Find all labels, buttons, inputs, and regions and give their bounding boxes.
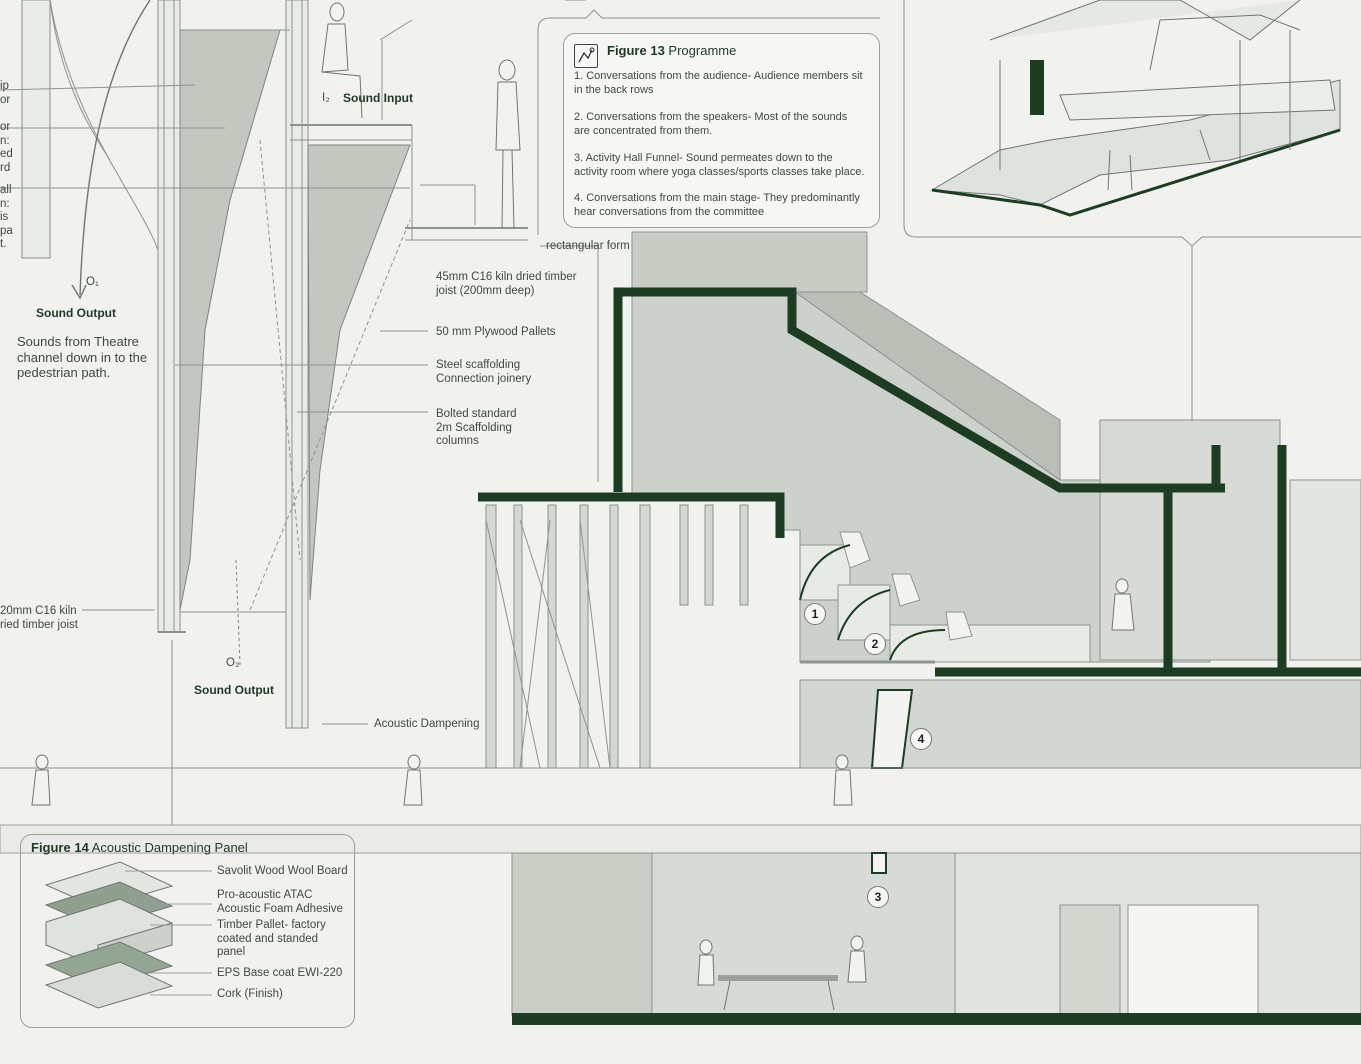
panel-layers bbox=[44, 861, 212, 1009]
programme-item-3: 3. Activity Hall Funnel- Sound permeates… bbox=[574, 152, 865, 178]
badge-3: 3 bbox=[867, 886, 889, 908]
sound-output-label-1: Sound Output bbox=[36, 306, 116, 320]
o1-label: O₁ bbox=[86, 276, 99, 288]
layer-label-3: Timber Pallet- factory coated and stande… bbox=[217, 919, 326, 958]
badge-1: 1 bbox=[804, 603, 826, 625]
cut-label-3: all n: is pa t. bbox=[0, 184, 13, 250]
programme-item-4: 4. Conversations from the main stage- Th… bbox=[574, 192, 860, 218]
bolted-label: Bolted standard 2m Scaffolding columns bbox=[436, 408, 517, 447]
sound-output-label-2: Sound Output bbox=[194, 683, 274, 697]
layer-label-2: Pro-acoustic ATAC Acoustic Foam Adhesive bbox=[217, 889, 343, 915]
layer-label-1: Savolit Wood Wool Board bbox=[217, 865, 348, 877]
scaffolding-label: Steel scaffolding Connection joinery bbox=[436, 359, 532, 385]
figure13-leader bbox=[537, 0, 1361, 482]
o2-label: O₂ bbox=[226, 657, 240, 669]
programme-item-1: 1. Conversations from the audience- Audi… bbox=[574, 70, 863, 96]
acoustic-dampening-label: Acoustic Dampening bbox=[374, 718, 480, 730]
main-section bbox=[0, 231, 1361, 1025]
figure13-title: Figure 13 Programme bbox=[607, 43, 737, 58]
programme-item-2: 2. Conversations from the speakers- Most… bbox=[574, 111, 848, 137]
figure14-title: Figure 14 Acoustic Dampening Panel bbox=[31, 840, 248, 855]
i2-label: I₂ bbox=[322, 92, 330, 104]
figure13-box: Figure 13 Programme 1. Conversations fro… bbox=[563, 33, 880, 228]
sound-input-label: Sound Input bbox=[343, 91, 413, 105]
figure14-box: Figure 14 Acoustic Dampening Panel bbox=[20, 834, 355, 1028]
left-tower bbox=[0, 0, 528, 830]
cut-label-2: or n: ed rd bbox=[0, 121, 13, 174]
joist-120-label: 20mm C16 kiln ried timber joist bbox=[0, 605, 78, 631]
plywood-label: 50 mm Plywood Pallets bbox=[436, 326, 556, 338]
joist-45-label: 45mm C16 kiln dried timber joist (200mm … bbox=[436, 271, 577, 297]
theatre-note: Sounds from Theatre channel down in to t… bbox=[17, 334, 148, 380]
rectangular-form-label: rectangular form bbox=[546, 240, 630, 252]
layer-label-5: Cork (Finish) bbox=[217, 988, 283, 1000]
badge-2: 2 bbox=[864, 633, 886, 655]
axonometric-view bbox=[930, 0, 1341, 217]
layer-label-4: EPS Base coat EWI-220 bbox=[217, 967, 343, 979]
programme-icon bbox=[574, 44, 598, 68]
badge-4: 4 bbox=[910, 728, 932, 750]
cut-label-1: ip or bbox=[0, 80, 11, 106]
people-figures bbox=[321, 2, 521, 229]
